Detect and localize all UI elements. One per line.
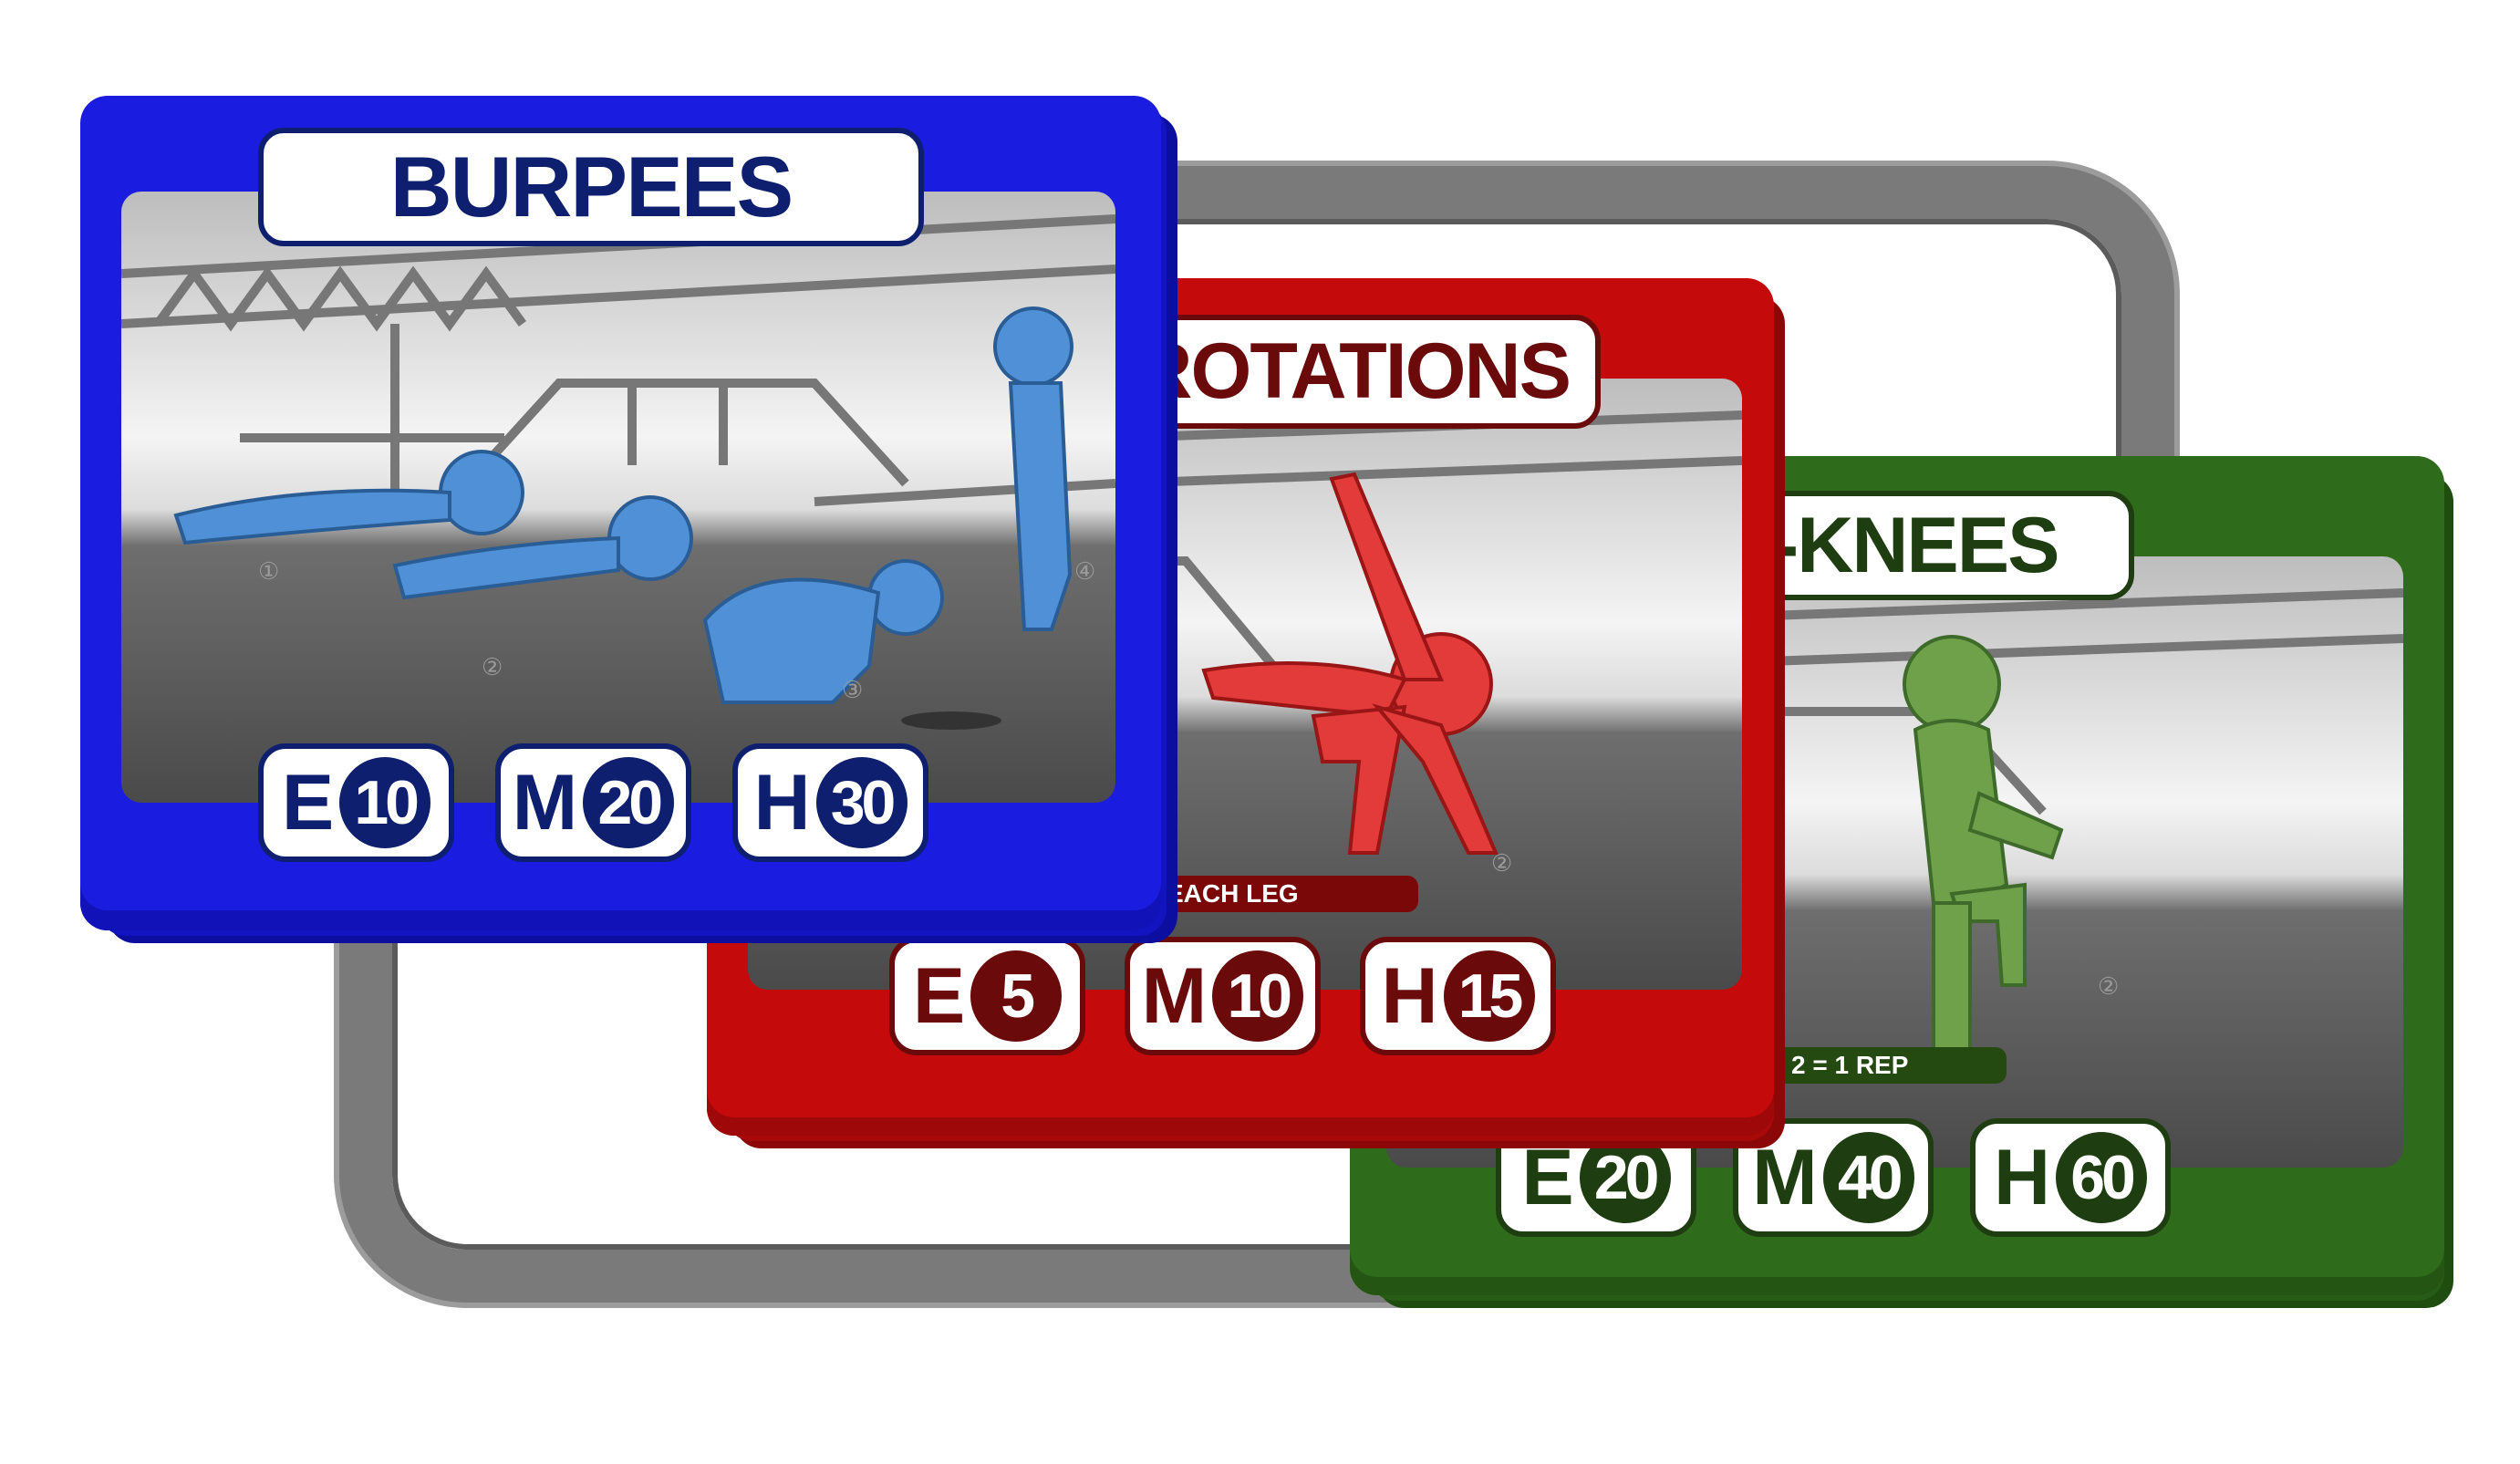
level-letter: H	[1381, 952, 1438, 1040]
step-marker: ②	[2098, 972, 2119, 1000]
level-medium-badge[interactable]: M 10	[1125, 937, 1321, 1055]
level-letter: H	[1993, 1134, 2051, 1221]
rep-count: 40	[1822, 1132, 1914, 1223]
rep-count: 30	[815, 757, 907, 848]
step-marker: ②	[482, 653, 503, 680]
rep-count: 20	[583, 757, 675, 848]
level-medium-badge[interactable]: M 20	[495, 743, 691, 862]
step-marker: ④	[1074, 557, 1095, 585]
level-easy-badge[interactable]: E 5	[889, 937, 1085, 1055]
rep-count: 15	[1443, 950, 1535, 1042]
card-illustration: ① ② ③ ④	[121, 192, 1115, 803]
level-hard-badge[interactable]: H 60	[1970, 1118, 2171, 1237]
card-burpees[interactable]: ① ② ③ ④ BURPEES E 10 M 20 H 30	[80, 96, 1177, 943]
level-hard-badge[interactable]: H 15	[1360, 937, 1556, 1055]
step-marker: ③	[842, 676, 863, 703]
rep-count: 10	[339, 757, 431, 848]
level-letter: E	[912, 952, 966, 1040]
level-easy-badge[interactable]: E 10	[258, 743, 454, 862]
card-title: BURPEES	[258, 128, 924, 246]
rep-note: 2 = 1 REP	[1769, 1047, 2007, 1084]
rep-count: 5	[970, 950, 1063, 1042]
rep-count: 10	[1212, 950, 1304, 1042]
level-hard-badge[interactable]: H 30	[732, 743, 928, 862]
level-letter: E	[281, 759, 335, 846]
level-letter: M	[1752, 1134, 1818, 1221]
rep-note: EACH LEG	[1145, 876, 1418, 912]
step-marker: ①	[258, 557, 279, 585]
level-letter: M	[1141, 952, 1208, 1040]
level-letter: H	[753, 759, 811, 846]
level-letter: E	[1521, 1134, 1574, 1221]
level-letter: M	[512, 759, 578, 846]
rep-count: 60	[2056, 1132, 2148, 1223]
step-marker: ②	[1491, 849, 1512, 877]
